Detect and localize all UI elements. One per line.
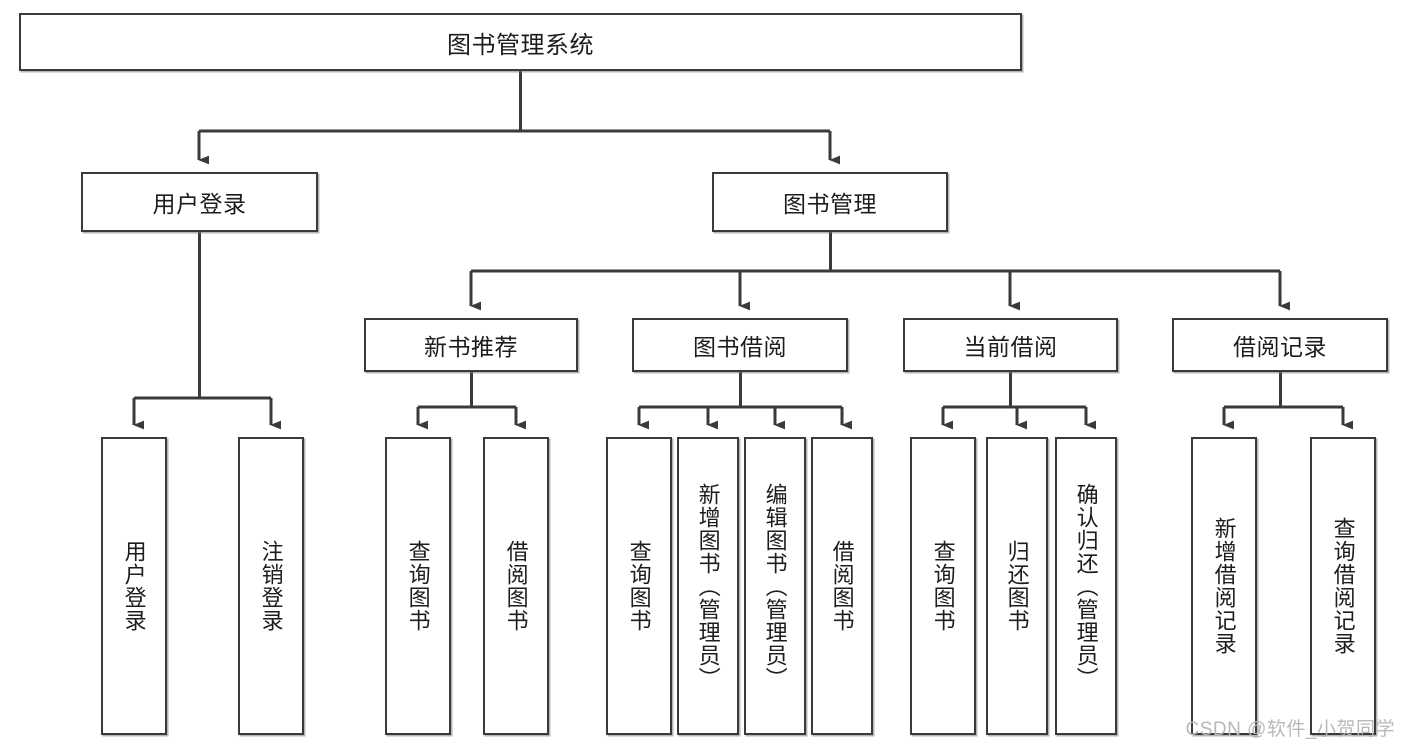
node-label: 新书推荐: [424, 334, 518, 360]
node-root-system[interactable]: 图书管理系统: [19, 13, 1022, 71]
node-book-borrow[interactable]: 图书借阅: [632, 318, 848, 372]
leaf-borrow-books-recommend[interactable]: 借阅图书: [483, 437, 549, 735]
leaf-logout[interactable]: 注销登录: [238, 437, 304, 735]
node-label: 借阅记录: [1233, 334, 1327, 360]
node-label: 新增图书（管理员）: [695, 482, 721, 690]
node-label: 查询借阅记录: [1330, 517, 1356, 655]
node-label: 注销登录: [258, 540, 284, 632]
node-label: 归还图书: [1004, 540, 1030, 632]
leaf-add-book-admin[interactable]: 新增图书（管理员）: [677, 437, 739, 735]
watermark-text: CSDN @软件_小贺同学: [1185, 719, 1395, 740]
node-label: 用户登录: [152, 191, 247, 217]
node-label: 借阅图书: [503, 540, 529, 632]
node-book-management[interactable]: 图书管理: [712, 172, 948, 232]
node-label: 新增借阅记录: [1211, 517, 1237, 655]
leaf-edit-book-admin[interactable]: 编辑图书（管理员）: [744, 437, 806, 735]
leaf-user-login[interactable]: 用户登录: [101, 437, 167, 735]
node-label: 借阅图书: [829, 540, 855, 632]
node-label: 编辑图书（管理员）: [762, 482, 788, 690]
node-label: 查询图书: [930, 540, 956, 632]
node-current-borrow[interactable]: 当前借阅: [903, 318, 1118, 372]
node-label: 用户登录: [121, 540, 147, 632]
leaf-confirm-return-admin[interactable]: 确认归还（管理员）: [1055, 437, 1117, 735]
node-label: 查询图书: [626, 540, 652, 632]
leaf-query-books-borrow[interactable]: 查询图书: [606, 437, 672, 735]
node-label: 图书借阅: [693, 334, 787, 360]
node-label: 图书管理系统: [447, 31, 594, 59]
leaf-query-books-recommend[interactable]: 查询图书: [385, 437, 451, 735]
node-label: 查询图书: [405, 540, 431, 632]
node-label: 当前借阅: [963, 334, 1058, 360]
leaf-add-borrow-record[interactable]: 新增借阅记录: [1191, 437, 1257, 735]
leaf-query-borrow-record[interactable]: 查询借阅记录: [1310, 437, 1376, 735]
node-label: 图书管理: [783, 191, 877, 217]
node-new-book-recommend[interactable]: 新书推荐: [364, 318, 578, 372]
node-borrow-records[interactable]: 借阅记录: [1172, 318, 1388, 372]
node-label: 确认归还（管理员）: [1073, 482, 1099, 690]
leaf-return-books[interactable]: 归还图书: [986, 437, 1048, 735]
leaf-query-books-current[interactable]: 查询图书: [910, 437, 976, 735]
node-user-login[interactable]: 用户登录: [81, 172, 318, 232]
leaf-borrow-books[interactable]: 借阅图书: [811, 437, 873, 735]
